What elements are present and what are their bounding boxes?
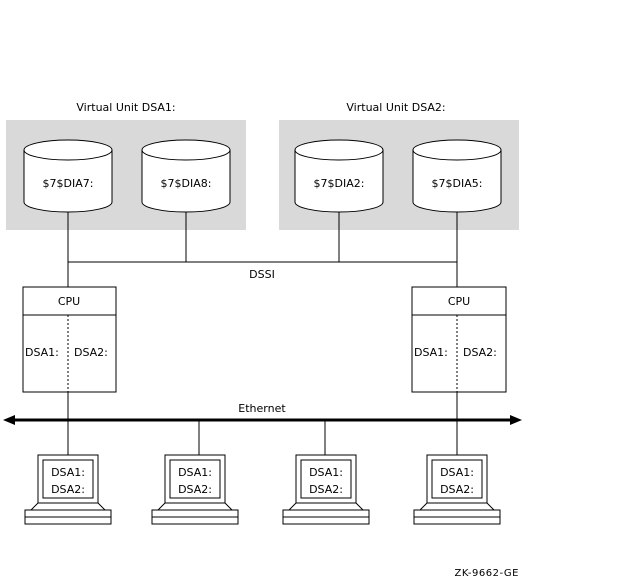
terminal-line2: DSA2: [440, 483, 474, 496]
virtual-unit-dsa1-title: Virtual Unit DSA1: [76, 101, 175, 114]
dssi-bus-label: DSSI [249, 268, 275, 281]
terminal-line1: DSA1: [309, 466, 343, 479]
terminal-workstation-3: DSA1: DSA2: [282, 454, 370, 525]
disk-label: $7$DIA5: [432, 177, 483, 190]
terminal-workstation-4: DSA1: DSA2: [413, 454, 501, 525]
terminal-workstation-2: DSA1: DSA2: [151, 454, 239, 525]
terminal-workstation-1: DSA1: DSA2: [24, 454, 112, 525]
cpu-title: CPU [58, 295, 80, 308]
disk-label: $7$DIA8: [161, 177, 212, 190]
ethernet-label: Ethernet [238, 402, 286, 415]
figure-id: ZK-9662-GE [455, 568, 519, 579]
cpu-dsa2-label: DSA2: [463, 346, 497, 359]
ethernet-arrow-left [3, 415, 15, 425]
disk-label: $7$DIA7: [43, 177, 94, 190]
terminal-line2: DSA2: [309, 483, 343, 496]
terminal-line1: DSA1: [51, 466, 85, 479]
disk-dia7: $7$DIA7: [23, 139, 113, 213]
cpu-dsa2-label: DSA2: [74, 346, 108, 359]
disk-dia8: $7$DIA8: [141, 139, 231, 213]
terminal-line1: DSA1: [440, 466, 474, 479]
ethernet-arrow-right [510, 415, 522, 425]
cpu-dsa1-label: DSA1: [414, 346, 448, 359]
cpu-dsa1-label: DSA1: [25, 346, 59, 359]
disk-dia2: $7$DIA2: [294, 139, 384, 213]
terminal-line1: DSA1: [178, 466, 212, 479]
disk-label: $7$DIA2: [314, 177, 365, 190]
terminal-line2: DSA2: [51, 483, 85, 496]
virtual-unit-dsa2-title: Virtual Unit DSA2: [346, 101, 445, 114]
disk-dia5: $7$DIA5: [412, 139, 502, 213]
cpu-title: CPU [448, 295, 470, 308]
terminal-line2: DSA2: [178, 483, 212, 496]
cpu-right: CPU DSA1: DSA2: [411, 286, 507, 393]
cpu-left: CPU DSA1: DSA2: [22, 286, 117, 393]
